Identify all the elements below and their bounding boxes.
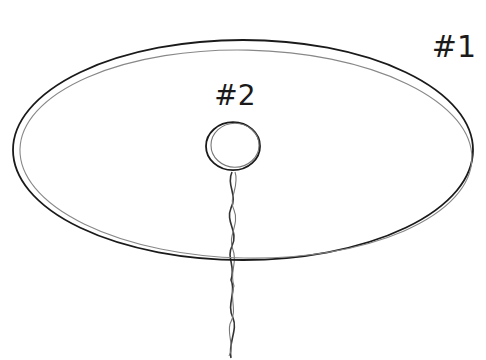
ellipse-outline	[6, 30, 480, 266]
ellipse-stroke	[18, 45, 474, 262]
callout-number: #2	[198, 80, 272, 112]
circle-stroke	[206, 122, 260, 170]
callout-number: #1	[432, 30, 476, 65]
ellipse-stroke	[13, 40, 473, 260]
outer-ellipse: #1 #2	[6, 30, 480, 266]
stem-stroke	[229, 172, 236, 356]
inner-circle: #2	[198, 80, 272, 174]
circle-stroke	[211, 123, 259, 167]
